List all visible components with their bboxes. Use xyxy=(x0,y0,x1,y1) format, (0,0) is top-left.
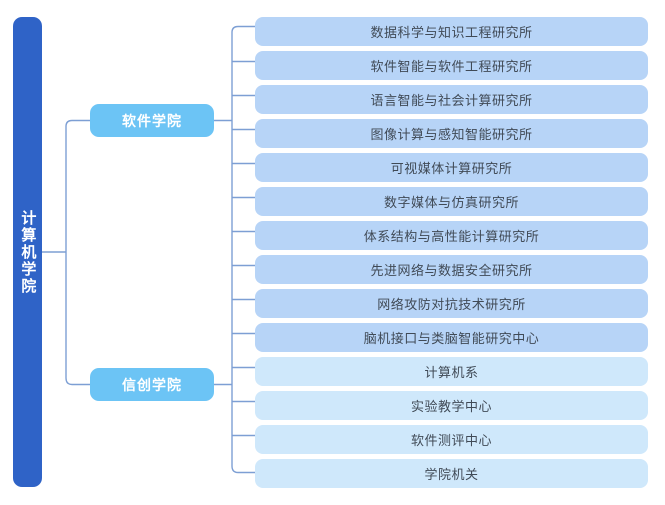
leaf-node-label: 软件测评中心 xyxy=(410,433,492,448)
leaf-node[interactable]: 语言智能与社会计算研究所 xyxy=(255,85,648,114)
leaf-node-label: 学院机关 xyxy=(424,467,479,482)
leaf-node-label: 软件智能与软件工程研究所 xyxy=(370,59,533,74)
leaf-node[interactable]: 可视媒体计算研究所 xyxy=(255,153,648,182)
branch-node-label: 软件学院 xyxy=(122,112,182,129)
leaf-node-label: 实验教学中心 xyxy=(410,399,492,414)
leaf-node[interactable]: 计算机系 xyxy=(255,357,648,386)
leaf-node[interactable]: 数据科学与知识工程研究所 xyxy=(255,17,648,46)
leaf-node-label: 脑机接口与类脑智能研究中心 xyxy=(363,331,540,346)
leaf-node[interactable]: 学院机关 xyxy=(255,459,648,488)
leaf-node[interactable]: 数字媒体与仿真研究所 xyxy=(255,187,648,216)
leaf-node[interactable]: 软件智能与软件工程研究所 xyxy=(255,51,648,80)
leaf-node[interactable]: 软件测评中心 xyxy=(255,425,648,454)
leaf-node[interactable]: 先进网络与数据安全研究所 xyxy=(255,255,648,284)
branch-spine xyxy=(65,119,90,386)
leaf-node[interactable]: 实验教学中心 xyxy=(255,391,648,420)
branch-node-xinchuang-academy[interactable]: 信创学院 xyxy=(90,368,214,401)
leaf-node[interactable]: 体系结构与高性能计算研究所 xyxy=(255,221,648,250)
branch-node-label: 信创学院 xyxy=(122,376,182,393)
root-node[interactable]: 计算机学院 xyxy=(13,17,42,487)
root-node-label: 计算机学院 xyxy=(19,209,37,295)
leaf-node-label: 可视媒体计算研究所 xyxy=(390,161,513,176)
leaf-node[interactable]: 脑机接口与类脑智能研究中心 xyxy=(255,323,648,352)
leaf-node-label: 体系结构与高性能计算研究所 xyxy=(363,229,540,244)
leaf-node-label: 语言智能与社会计算研究所 xyxy=(370,93,533,108)
leaf-node[interactable]: 图像计算与感知智能研究所 xyxy=(255,119,648,148)
leaf-node[interactable]: 网络攻防对抗技术研究所 xyxy=(255,289,648,318)
leaf-node-label: 数字媒体与仿真研究所 xyxy=(383,195,519,210)
leaf-node-label: 先进网络与数据安全研究所 xyxy=(370,263,533,278)
leaf-node-label: 图像计算与感知智能研究所 xyxy=(370,127,533,142)
leaf-node-label: 计算机系 xyxy=(424,365,479,380)
leaf-node-label: 数据科学与知识工程研究所 xyxy=(370,25,533,40)
leaf-node-label: 网络攻防对抗技术研究所 xyxy=(377,297,526,312)
branch-node-software-academy[interactable]: 软件学院 xyxy=(90,104,214,137)
leaf-trunk xyxy=(231,25,255,474)
